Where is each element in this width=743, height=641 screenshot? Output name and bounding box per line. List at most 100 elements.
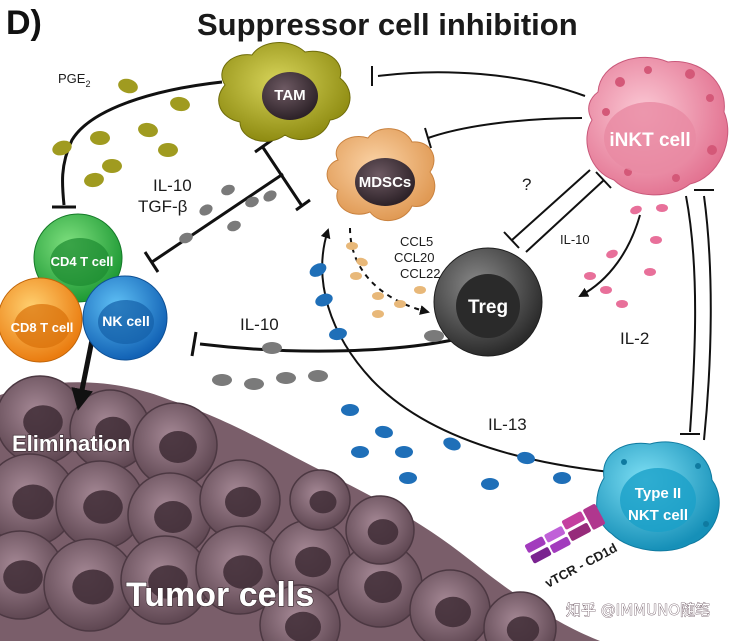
tumor-cell-nucleus: [295, 546, 331, 578]
cd8-label: CD8 T cell: [11, 320, 74, 335]
il2-dot: [616, 300, 628, 308]
il10-tgfb-dot: [179, 232, 193, 244]
cd4-t-cell: CD4 T cell: [33, 213, 123, 303]
il13-dot: [443, 437, 461, 451]
cd4-label: CD4 T cell: [51, 254, 114, 269]
chemokine-dot: [356, 257, 368, 267]
il13-dot: [553, 472, 571, 484]
inkt-inhibits-treg-question: [503, 169, 612, 253]
treg-il10-inhibits-nk: [190, 331, 463, 357]
il2-dot: [600, 286, 612, 294]
tumor-cell-nucleus: [309, 490, 337, 514]
tumor-cell-nucleus: [83, 490, 123, 524]
inkt-inhibits-tam: [371, 66, 586, 97]
pge2-dot: [138, 122, 158, 138]
tumor-cell-nucleus: [95, 416, 131, 448]
il13-dot: [481, 478, 499, 490]
il2-dot: [650, 236, 662, 244]
il10-tgfb-dot: [199, 204, 213, 216]
il10-treg-dot: [424, 330, 444, 342]
chemokine-dot: [414, 286, 426, 294]
tumor-cell-nucleus: [148, 565, 188, 599]
tumor-cell-nucleus: [506, 616, 540, 641]
tam-cell: TAM: [218, 42, 351, 142]
tgfb-label: TGF-β: [138, 197, 188, 216]
il10-treg-dot: [244, 378, 264, 390]
type2-nkt-cell: Type II NKT cell: [596, 441, 720, 552]
il10-tgfb-dot: [227, 220, 241, 232]
il10-tgfb-dot: [221, 184, 235, 196]
il13-dot: [341, 404, 359, 416]
il10-tgfb-inhibits-cd4: [143, 172, 284, 273]
ccl5-label: CCL5: [400, 234, 433, 249]
il2-dot: [606, 249, 618, 259]
il13-dot: [329, 327, 347, 341]
il13-dot: [395, 446, 413, 458]
inkt-il2-to-treg-arrow: [578, 214, 641, 297]
watermark: 知乎 @IMMUNO随笔: [566, 601, 710, 619]
tumor-cell-nucleus: [159, 431, 197, 463]
ccl22-label: CCL22: [400, 266, 440, 281]
il2-dot: [656, 204, 668, 212]
il10-label-treg: IL-10: [240, 315, 279, 334]
chemokine-dot: [346, 242, 358, 250]
il13-dot: [351, 446, 369, 458]
vtcr-cd1d-receptor: [525, 504, 605, 564]
il13-dot: [517, 451, 535, 465]
il10-treg-dot: [276, 372, 296, 384]
il10-treg-dot: [212, 374, 232, 386]
tumor-cell-nucleus: [154, 501, 192, 533]
cytokine-dots: [52, 78, 668, 490]
il13-dot: [309, 263, 327, 277]
mdscs-label: MDSCs: [359, 174, 412, 191]
il10-treg-dot: [308, 370, 328, 382]
chemokine-dot: [350, 272, 362, 280]
cd8-t-cell: CD8 T cell: [0, 277, 83, 363]
tumor-cell-nucleus: [3, 560, 43, 594]
pge2-dot: [52, 140, 72, 156]
inkt-type2-mutual-inhibition: [680, 189, 714, 441]
tumor-cell-nucleus: [72, 569, 114, 605]
pge2-dot: [170, 96, 190, 112]
pge2-label: PGE2: [58, 71, 90, 89]
elimination-label: Elimination: [12, 431, 131, 456]
tumor-cell-nucleus: [23, 405, 63, 439]
il13-label: IL-13: [488, 415, 527, 434]
elimination-arrow: [71, 339, 95, 411]
tam-inhibits-cd4-pge2: [52, 80, 223, 209]
tumor-cell-nucleus: [364, 571, 402, 603]
tumor-cells-label: Tumor cells: [126, 576, 314, 614]
il2-dot: [630, 205, 642, 215]
tumor-cell-nucleus: [285, 611, 321, 641]
panel-letter: D): [6, 4, 42, 42]
tumor-cell-nucleus: [367, 519, 399, 545]
treg-label: Treg: [468, 297, 508, 318]
chemokine-dot: [372, 310, 384, 318]
type2-label-line2: NKT cell: [628, 507, 688, 524]
mdscs-chemokine-to-treg-arrow: [349, 227, 430, 315]
il2-dot: [644, 268, 656, 276]
pge2-dot: [102, 159, 122, 173]
il10-treg-dot: [262, 342, 282, 354]
tumor-mass: [0, 375, 600, 641]
type2-label-line1: Type II: [635, 485, 681, 502]
pge2-dot: [118, 78, 138, 94]
il13-dot: [375, 425, 393, 439]
tam-label: TAM: [274, 87, 305, 104]
pge2-dot: [84, 172, 104, 188]
il10-tgfb-dot: [263, 190, 277, 202]
mdscs-cell: MDSCs: [326, 128, 436, 221]
inkt-cell: iNKT cell: [586, 56, 729, 196]
inkt-label: iNKT cell: [609, 130, 690, 151]
treg-cell: Treg: [433, 247, 543, 357]
il10-label-tam: IL-10: [153, 176, 192, 195]
inkt-inhibits-mdscs: [424, 117, 583, 149]
chemokine-dot: [394, 300, 406, 308]
nk-label: NK cell: [102, 313, 149, 329]
il2-dot: [584, 272, 596, 280]
tumor-cell-nucleus: [223, 555, 263, 589]
il10-label-small: IL-10: [560, 232, 590, 247]
il13-dot: [315, 293, 333, 307]
pge2-dot: [158, 143, 178, 157]
